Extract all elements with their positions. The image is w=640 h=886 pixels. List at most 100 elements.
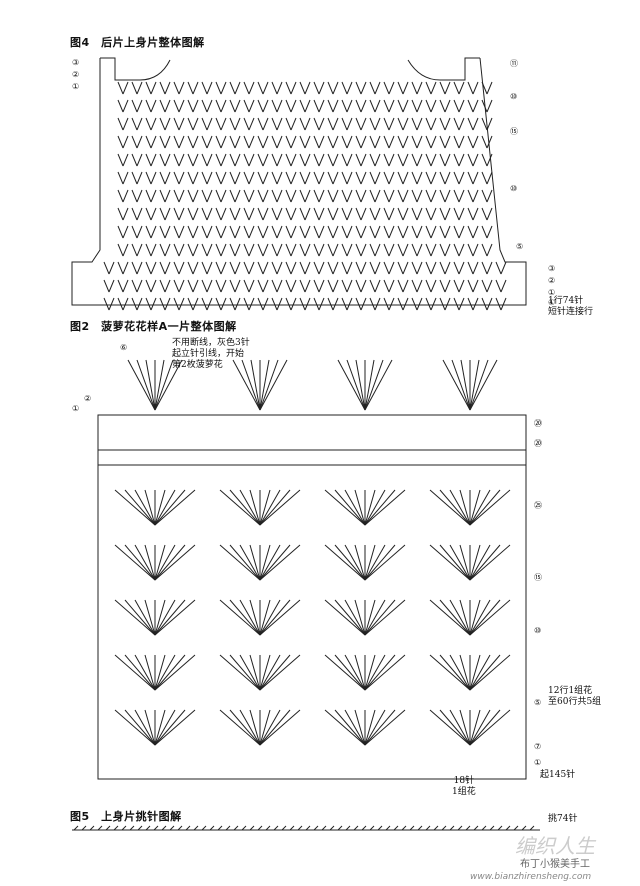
stitch-stroke [360,171,367,185]
stitch-stroke [164,99,171,113]
stitch-stroke [154,489,196,526]
stitch-stroke [383,135,390,149]
stitch-stroke [248,117,255,131]
stitch-stroke [124,709,156,746]
stitch-stroke [469,709,511,746]
stitch-stroke [122,99,129,113]
stitch-stroke [327,81,334,95]
stitch-stroke [472,297,479,311]
stitch-stroke [299,171,306,185]
stitch-stroke [397,153,404,167]
stitch-stroke [355,279,362,293]
stitch-stroke [159,171,166,185]
stitch-stroke [215,117,222,131]
stitch-stroke [192,153,199,167]
stitch-stroke [364,654,396,691]
stitch-stroke [134,489,156,526]
stitch-stroke [108,297,115,311]
stitch-stroke [131,225,138,239]
stitch-stroke [458,117,465,131]
stitch-stroke [201,825,207,831]
row-marker: ⑤ [534,698,542,707]
stitch-stroke [290,243,297,257]
stitch-stroke [153,825,159,831]
stitch-stroke [257,153,264,167]
stitch-stroke [327,261,334,275]
stitch-stroke [369,81,376,95]
stitch-stroke [360,297,367,311]
stitch-stroke [239,489,261,526]
stitch-stroke [259,709,281,746]
stitch-stroke [206,171,213,185]
stitch-stroke [248,243,255,257]
row-marker: ⑩ [510,184,518,193]
stitch-stroke [430,81,437,95]
stitch-stroke [234,81,241,95]
stitch-stroke [344,544,366,581]
stitch-stroke [131,99,138,113]
stitch-stroke [449,599,471,636]
stitch-stroke [313,279,320,293]
stitch-stroke [164,207,171,221]
stitch-stroke [229,279,236,293]
stitch-stroke [304,99,311,113]
stitch-stroke [150,189,157,203]
row-marker: ③ [548,264,556,273]
stitch-stroke [262,189,269,203]
stitch-stroke [220,135,227,149]
stitch-stroke [355,359,366,411]
stitch-stroke [185,825,191,831]
stitch-stroke [145,207,152,221]
stitch-stroke [355,171,362,185]
stitch-stroke [411,279,418,293]
stitch-stroke [136,153,143,167]
stitch-stroke [453,243,460,257]
stitch-stroke [430,261,437,275]
stitch-stroke [481,279,488,293]
stitch-stroke [481,81,488,95]
stitch-stroke [355,261,362,275]
stitch-stroke [299,189,306,203]
stitch-stroke [388,171,395,185]
stitch-stroke [453,81,460,95]
stitch-stroke [397,171,404,185]
stitch-stroke [341,279,348,293]
stitch-stroke [257,825,263,831]
stitch-stroke [332,117,339,131]
stitch-stroke [276,81,283,95]
stitch-stroke [154,544,166,581]
stitch-stroke [416,153,423,167]
stitch-stroke [369,189,376,203]
stitch-stroke [159,297,166,311]
stitch-stroke [354,544,366,581]
stitch-stroke [276,99,283,113]
stitch-stroke [249,599,261,636]
stitch-stroke [318,189,325,203]
stitch-stroke [285,297,292,311]
note-line: 1行74针 [548,296,584,306]
stitch-stroke [243,99,250,113]
stitch-stroke [472,171,479,185]
stitch-stroke [337,359,366,411]
stitch-stroke [411,99,418,113]
stitch-stroke [334,599,366,636]
stitch-stroke [220,297,227,311]
stitch-stroke [439,99,446,113]
stitch-stroke [290,99,297,113]
stitch-stroke [360,261,367,275]
stitch-stroke [127,359,156,411]
stitch-stroke [271,261,278,275]
stitch-stroke [425,261,432,275]
stitch-stroke [481,135,488,149]
stitch-stroke [259,489,281,526]
stitch-stroke [486,171,493,185]
stitch-stroke [173,117,180,131]
stitch-stroke [154,359,165,411]
stitch-stroke [393,825,399,831]
stitch-stroke [444,297,451,311]
stitch-stroke [327,135,334,149]
stitch-stroke [472,261,479,275]
stitch-stroke [159,189,166,203]
stitch-stroke [150,135,157,149]
stitch-stroke [249,709,261,746]
